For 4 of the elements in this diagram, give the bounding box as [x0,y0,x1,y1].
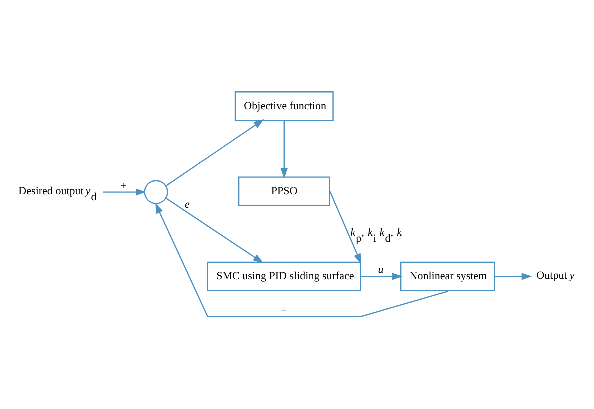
edge-label: + [120,180,127,192]
edge-label: − [280,304,288,317]
edge-label: u [378,264,384,276]
edge-label: e [185,199,190,212]
